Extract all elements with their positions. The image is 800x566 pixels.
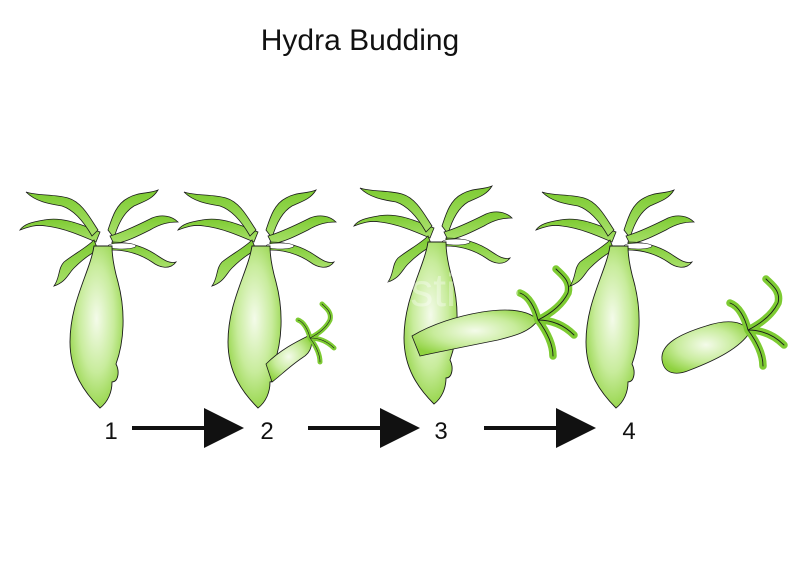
diagram-title: Hydra Budding bbox=[260, 24, 460, 57]
watermark: dreamstime bbox=[280, 264, 520, 316]
stage-label-1: 1 bbox=[104, 418, 118, 445]
stage-label-4: 4 bbox=[622, 418, 636, 445]
hydra-stage-2 bbox=[177, 189, 336, 409]
stage-label-2: 2 bbox=[260, 418, 274, 445]
stage-label-3: 3 bbox=[434, 418, 448, 445]
hydra-stage-3 bbox=[353, 185, 574, 405]
detached-bud bbox=[661, 279, 784, 374]
hydra-stage-1 bbox=[19, 189, 179, 409]
